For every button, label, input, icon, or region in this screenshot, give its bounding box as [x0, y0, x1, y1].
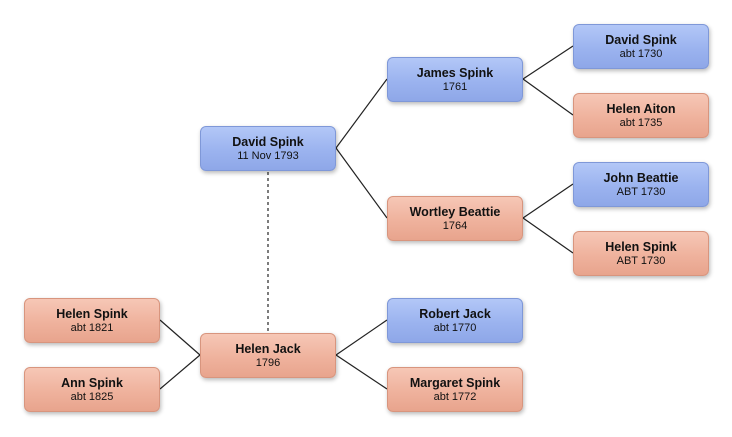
- connector-david-to-wortley: [335, 147, 388, 219]
- person-name: Wortley Beattie: [409, 204, 501, 219]
- person-name: Robert Jack: [419, 306, 491, 321]
- person-card-margaret-spink[interactable]: Margaret Spink abt 1772: [387, 367, 523, 412]
- person-name: Helen Jack: [235, 341, 301, 356]
- person-card-helen-jack[interactable]: Helen Jack 1796: [200, 333, 336, 378]
- person-card-david-spink-1730[interactable]: David Spink abt 1730: [573, 24, 709, 69]
- connector-james-to-helen-aiton: [522, 78, 574, 116]
- person-name: Helen Spink: [605, 239, 677, 254]
- person-date: ABT 1730: [616, 254, 666, 267]
- person-card-james-spink[interactable]: James Spink 1761: [387, 57, 523, 102]
- connector-james-to-david-1730: [522, 45, 574, 80]
- person-card-ann-spink[interactable]: Ann Spink abt 1825: [24, 367, 160, 412]
- person-card-helen-spink-1821[interactable]: Helen Spink abt 1821: [24, 298, 160, 343]
- person-name: Margaret Spink: [409, 375, 501, 390]
- person-date: 1796: [255, 356, 281, 369]
- person-name: Helen Spink: [56, 306, 128, 321]
- person-card-helen-aiton[interactable]: Helen Aiton abt 1735: [573, 93, 709, 138]
- connector-ann-spink-to-helen-jack: [159, 354, 201, 390]
- person-date: abt 1730: [619, 47, 663, 60]
- person-name: David Spink: [232, 134, 304, 149]
- person-card-helen-spink-1730[interactable]: Helen Spink ABT 1730: [573, 231, 709, 276]
- person-card-wortley-beattie[interactable]: Wortley Beattie 1764: [387, 196, 523, 241]
- person-date: 11 Nov 1793: [237, 149, 299, 162]
- connector-david-to-james: [335, 78, 388, 149]
- person-card-john-beattie[interactable]: John Beattie ABT 1730: [573, 162, 709, 207]
- person-date: 1764: [442, 219, 468, 232]
- connector-wortley-to-helen-spink-1730: [522, 217, 574, 254]
- person-name: David Spink: [605, 32, 677, 47]
- person-date: abt 1735: [619, 116, 663, 129]
- person-name: Ann Spink: [61, 375, 123, 390]
- connector-helen-spink-1821-to-helen-jack: [159, 319, 201, 356]
- person-date: ABT 1730: [616, 185, 666, 198]
- person-card-robert-jack[interactable]: Robert Jack abt 1770: [387, 298, 523, 343]
- connector-helen-jack-to-margaret: [335, 354, 388, 390]
- person-card-david-spink-1793[interactable]: David Spink 11 Nov 1793: [200, 126, 336, 171]
- person-name: John Beattie: [603, 170, 679, 185]
- connector-helen-jack-to-robert: [335, 319, 388, 356]
- person-name: James Spink: [416, 65, 494, 80]
- person-name: Helen Aiton: [606, 101, 676, 116]
- person-date: abt 1825: [70, 390, 114, 403]
- person-date: abt 1772: [433, 390, 477, 403]
- person-date: abt 1770: [433, 321, 477, 334]
- connector-wortley-to-john-beattie: [522, 183, 574, 219]
- person-date: 1761: [442, 80, 468, 93]
- person-date: abt 1821: [70, 321, 114, 334]
